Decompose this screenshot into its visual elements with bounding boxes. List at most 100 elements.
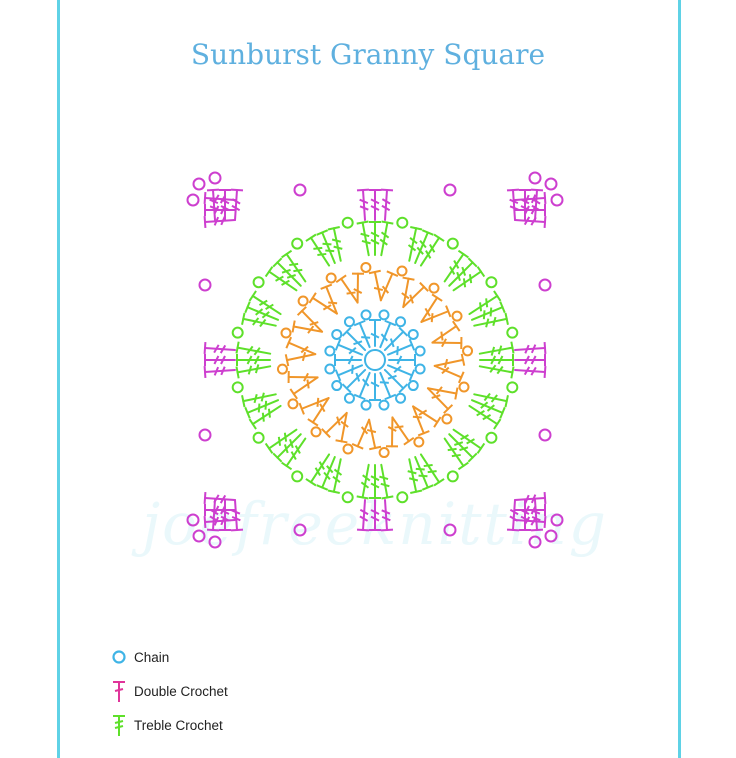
treble-crochet-stitch <box>443 249 469 283</box>
chain-stitch <box>341 491 354 504</box>
chain-stitch <box>378 399 390 411</box>
legend-item-treble-crochet: Treble Crochet <box>108 708 228 742</box>
chain-stitch <box>550 193 564 207</box>
chain-icon <box>108 649 130 665</box>
treble-crochet-stitch <box>514 354 546 366</box>
treble-crochet-stitch <box>235 364 272 379</box>
double-crochet-stitch <box>385 416 399 448</box>
double-crochet-stitch <box>420 293 443 323</box>
chain-stitch <box>446 470 459 483</box>
chain-stitch <box>395 316 407 328</box>
chain-stitch <box>360 261 372 273</box>
double-crochet-stitch <box>412 405 442 428</box>
treble-crochet-stitch <box>281 249 307 283</box>
double-crochet-stitch <box>369 319 381 347</box>
treble-crochet-stitch <box>219 189 231 221</box>
legend-item-chain: Chain <box>108 640 228 674</box>
double-crochet-stitch <box>291 320 324 334</box>
treble-crochet-stitch <box>414 229 434 264</box>
double-crochet-stitch <box>285 336 317 356</box>
double-crochet-stitch <box>334 354 362 366</box>
double-crochet-stitch <box>420 305 452 323</box>
treble-crochet-stitch <box>272 257 302 287</box>
chain-stitch <box>186 193 200 207</box>
double-crochet-stitch <box>341 326 367 352</box>
treble-crochet-stitch <box>380 499 394 532</box>
treble-crochet-stitch <box>468 404 502 430</box>
double-crochet-stitch <box>320 283 338 315</box>
treble-crochet-stitch <box>468 290 502 316</box>
treble-crochet-stitch <box>203 365 236 379</box>
treble-crochet-stitch <box>478 364 515 379</box>
treble-crochet-stitch <box>316 456 336 491</box>
chain-stitch <box>208 535 222 549</box>
chain-stitch <box>331 328 343 340</box>
treble-crochet-stitch <box>241 392 277 408</box>
chain-stitch <box>414 363 426 375</box>
double-crochet-stitch <box>386 364 416 382</box>
treble-crochet-stitch <box>203 491 236 505</box>
chain-stitch <box>231 326 244 339</box>
chain-stitch <box>291 470 304 483</box>
treble-crochet-stitch <box>305 233 331 267</box>
treble-crochet-stitch <box>369 464 381 499</box>
treble-crochet-stitch <box>219 499 231 531</box>
treble-crochet-stitch <box>369 189 381 221</box>
right-border <box>678 0 681 758</box>
double-crochet-stitch <box>391 416 415 446</box>
chain-stitch <box>538 428 552 442</box>
double-crochet-stitch <box>353 371 371 401</box>
double-crochet-stitch <box>287 370 319 384</box>
double-crochet-stitch <box>388 354 416 366</box>
double-crochet-icon <box>108 679 130 703</box>
treble-crochet-stitch <box>272 433 302 463</box>
double-crochet-stitch <box>426 386 459 400</box>
treble-crochet-stitch <box>206 499 220 532</box>
double-crochet-stitch <box>368 269 384 302</box>
treble-crochet-stitch <box>327 458 343 494</box>
treble-crochet-stitch <box>479 354 514 366</box>
chain-stitch <box>451 310 463 322</box>
legend-label-double-crochet: Double Crochet <box>134 683 228 699</box>
treble-crochet-stitch <box>204 204 236 216</box>
chain-stitch <box>280 327 292 339</box>
treble-crochet-stitch <box>478 341 515 356</box>
chain-stitch <box>231 381 244 394</box>
treble-crochet-stitch <box>452 428 486 454</box>
treble-crochet-stitch <box>452 266 486 292</box>
double-crochet-stitch <box>379 319 397 349</box>
chain-stitch <box>343 316 355 328</box>
double-crochet-stitch <box>353 319 371 349</box>
treble-crochet-stitch <box>414 456 434 491</box>
treble-crochet-stitch <box>206 188 220 221</box>
treble-crochet-stitch <box>369 221 381 256</box>
treble-crochet-stitch <box>203 215 236 229</box>
chain-stitch <box>198 278 212 292</box>
treble-crochet-stitch <box>316 229 336 264</box>
chain-stitch <box>364 349 386 371</box>
treble-crochet-stitch <box>264 266 298 292</box>
double-crochet-stitch <box>341 368 367 394</box>
chain-stitch <box>443 523 457 537</box>
chain-stitch <box>441 413 453 425</box>
double-crochet-stitch <box>366 418 382 451</box>
treble-crochet-stitch <box>530 188 544 221</box>
treble-crochet-stitch <box>407 226 423 262</box>
chain-stitch <box>198 428 212 442</box>
page-title: Sunburst Granny Square <box>190 38 546 71</box>
double-crochet-stitch <box>412 405 430 437</box>
treble-crochet-stitch <box>379 220 394 257</box>
double-crochet-stitch <box>351 418 371 450</box>
double-crochet-stitch <box>351 272 365 304</box>
chain-stitch <box>506 381 519 394</box>
chain-stitch <box>443 183 457 197</box>
left-border <box>57 0 60 758</box>
chain-stitch <box>287 398 299 410</box>
double-crochet-stitch <box>433 364 465 384</box>
treble-crochet-stitch <box>356 499 370 532</box>
double-crochet-stitch <box>284 351 317 367</box>
chain-stitch <box>485 276 498 289</box>
treble-crochet-stitch <box>443 437 469 471</box>
treble-crochet-stitch <box>204 354 236 366</box>
chain-stitch <box>378 447 390 459</box>
